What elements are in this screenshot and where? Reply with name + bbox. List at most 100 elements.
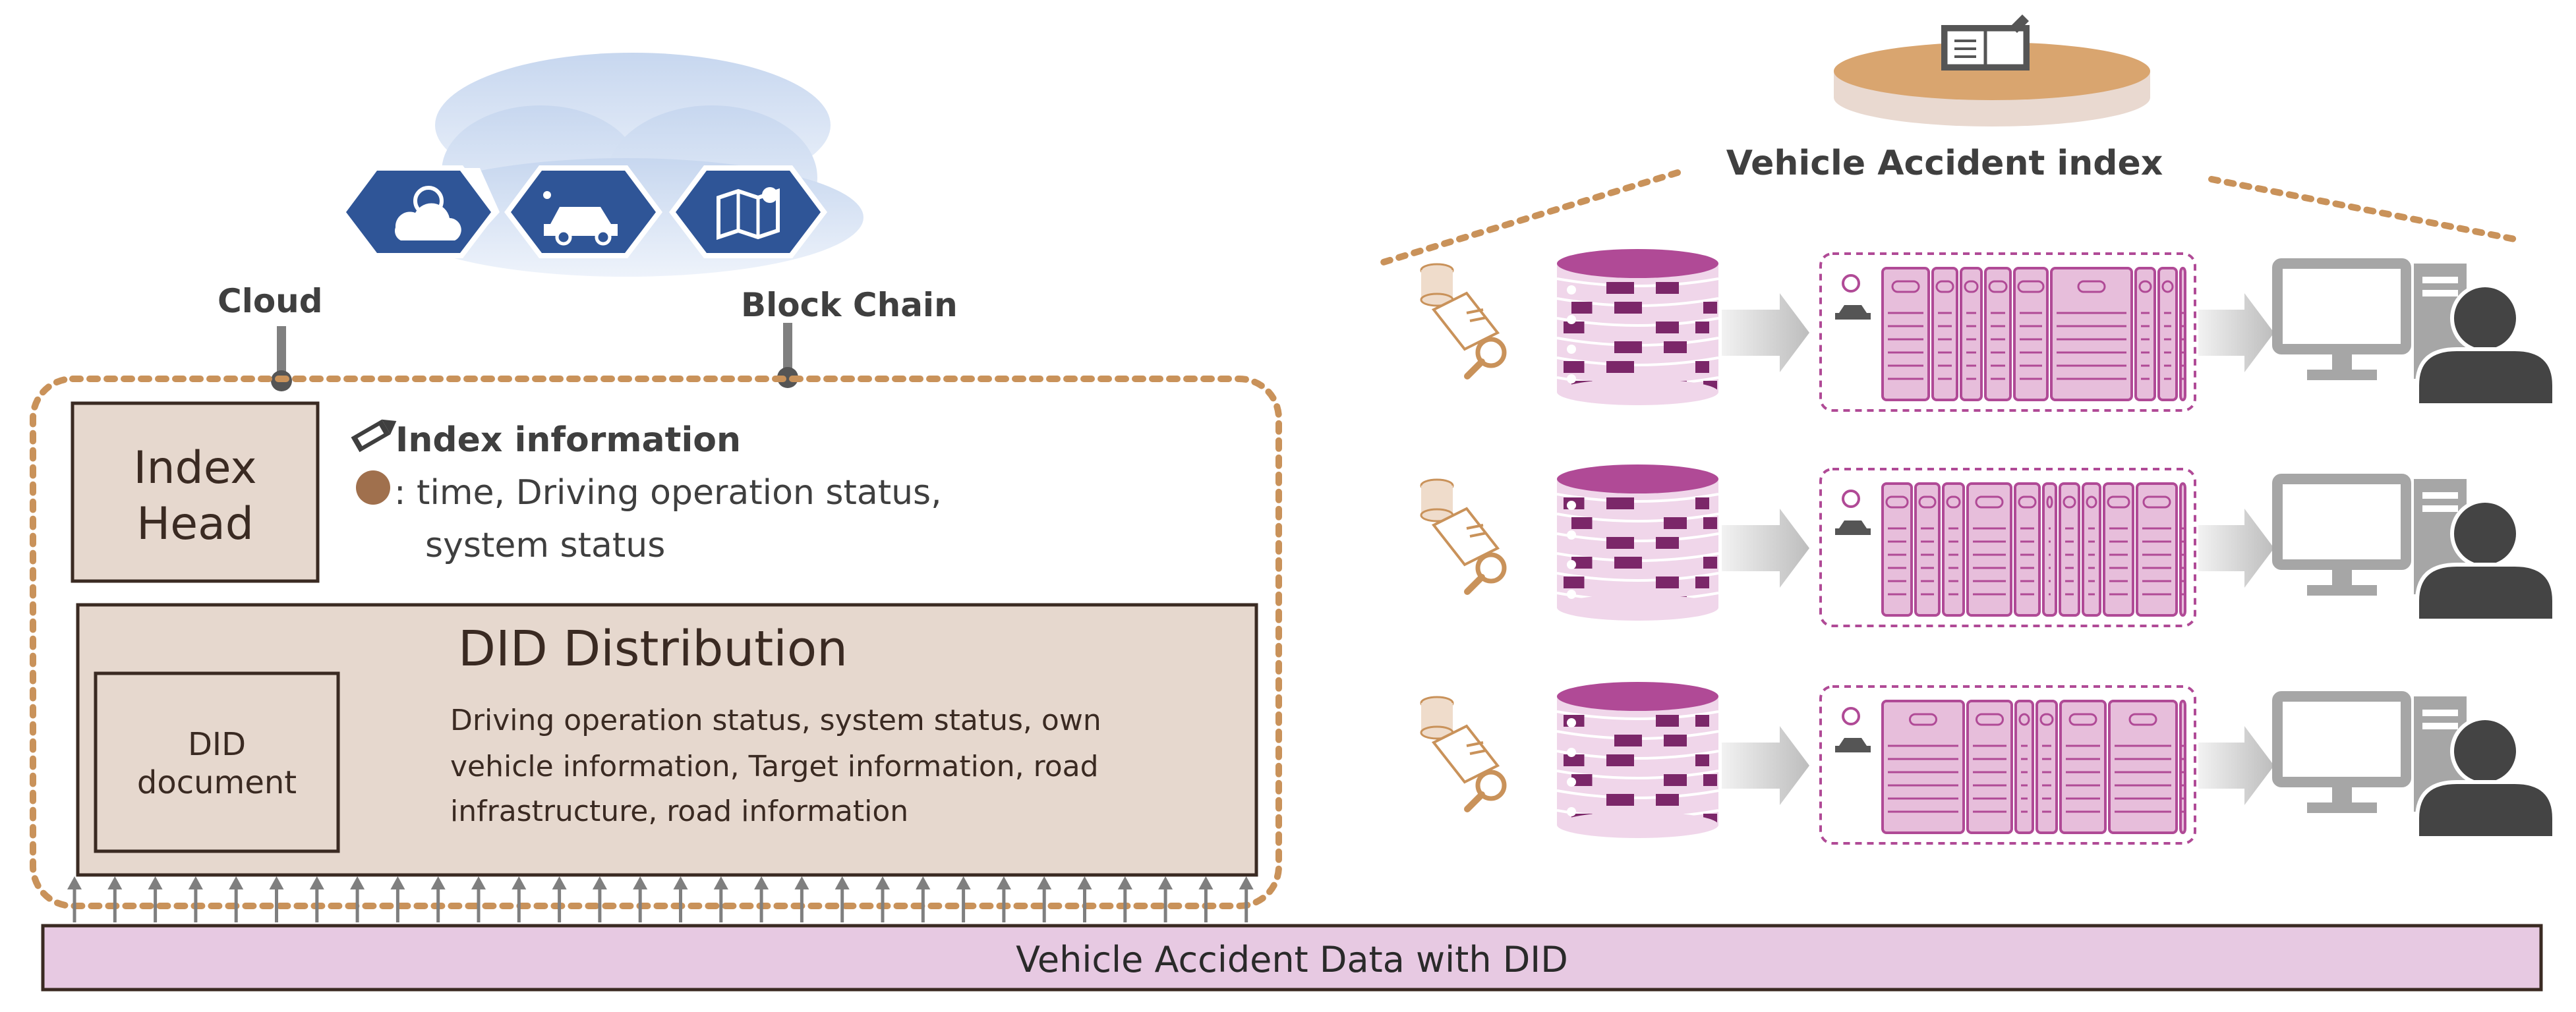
server-cabinet xyxy=(2136,482,2178,617)
up-arrow xyxy=(1198,876,1214,922)
up-arrow xyxy=(1037,876,1052,922)
index-dotted-left xyxy=(1376,169,1681,267)
did-distribution-title: DID Distribution xyxy=(458,621,848,677)
up-arrow xyxy=(188,876,203,922)
up-arrow xyxy=(633,876,648,922)
index-container-box xyxy=(30,376,1282,909)
index-row xyxy=(1420,249,2556,412)
index-info-title: Index information xyxy=(395,420,742,460)
up-arrow xyxy=(107,876,123,922)
up-arrow xyxy=(673,876,688,922)
document-search-icon xyxy=(1420,478,1507,595)
server-rack-icon xyxy=(1819,252,2196,412)
server-cabinet xyxy=(1942,482,1965,617)
up-arrow xyxy=(875,876,890,922)
did-document-line2: document xyxy=(136,764,297,801)
document-search-icon xyxy=(1420,263,1507,380)
server-cabinet xyxy=(2179,700,2186,834)
did-desc-line3: infrastructure, road information xyxy=(450,795,909,828)
database-icon xyxy=(1556,249,1719,405)
up-arrow xyxy=(512,876,527,922)
did-document-line1: DID xyxy=(187,726,247,763)
server-cabinet xyxy=(1984,267,2012,401)
server-cabinet xyxy=(2059,482,2080,617)
server-cabinet xyxy=(2179,482,2186,617)
server-cabinet xyxy=(2157,267,2178,401)
index-dotted-right xyxy=(2208,176,2525,244)
server-cabinet xyxy=(2014,482,2041,617)
arrow-icon xyxy=(2198,509,2274,588)
up-arrow xyxy=(148,876,163,922)
up-arrow xyxy=(956,876,971,922)
up-arrow xyxy=(996,876,1011,922)
server-cabinet xyxy=(2013,267,2049,401)
database-icon xyxy=(1556,682,1719,838)
server-cabinet xyxy=(2179,267,2186,401)
up-arrow xyxy=(1077,876,1092,922)
up-arrow xyxy=(916,876,931,922)
vehicle-accident-index-title: Vehicle Accident index xyxy=(1687,146,2202,181)
did-desc-line2: vehicle information, Target information,… xyxy=(450,750,1099,783)
index-head-line1: Index xyxy=(133,442,257,494)
index-head-box xyxy=(71,401,320,583)
bottom-bar-label: Vehicle Accident Data with DID xyxy=(1016,939,1568,980)
server-cabinet xyxy=(1960,267,1983,401)
arrow-icon xyxy=(2198,726,2274,805)
up-arrow xyxy=(1117,876,1132,922)
map-pin-icon xyxy=(668,165,828,258)
database-icon xyxy=(1556,464,1719,621)
server-cabinet xyxy=(2108,700,2178,834)
index-rows xyxy=(1420,249,2556,845)
up-arrow xyxy=(1239,876,1254,922)
up-arrow xyxy=(309,876,324,922)
up-arrow xyxy=(552,876,567,922)
up-arrow xyxy=(713,876,728,922)
user-icon xyxy=(2415,283,2556,407)
server-cabinet xyxy=(1881,267,1930,401)
user-icon xyxy=(2415,499,2556,623)
server-cabinet xyxy=(2042,482,2057,617)
up-arrow xyxy=(794,876,809,922)
up-arrow xyxy=(350,876,365,922)
server-cabinet xyxy=(1881,482,1913,617)
book-icon xyxy=(1834,14,2150,126)
server-cabinet xyxy=(1966,482,2012,617)
user-icon xyxy=(2415,716,2556,840)
up-arrow xyxy=(390,876,405,922)
sun-cloud-icon xyxy=(339,165,500,258)
arrow-icon xyxy=(1722,726,1809,805)
server-cabinet xyxy=(1914,482,1941,617)
server-cabinet xyxy=(2103,482,2134,617)
server-cabinet xyxy=(2050,267,2133,401)
cloud-label: Cloud xyxy=(218,282,323,320)
arrow-icon xyxy=(1722,293,1809,372)
did-document-box xyxy=(94,671,340,853)
up-arrow xyxy=(592,876,607,922)
pencil-icon xyxy=(351,419,397,453)
index-info-line1: : time, Driving operation status, xyxy=(394,473,942,513)
index-bullet-icon xyxy=(356,470,390,505)
bottom-bar xyxy=(41,924,2543,992)
server-cabinet xyxy=(1966,700,2013,834)
index-row xyxy=(1420,682,2556,845)
document-search-icon xyxy=(1420,696,1507,812)
server-rack-icon xyxy=(1819,685,2196,845)
arrow-icon xyxy=(2198,293,2274,372)
did-desc-line1: Driving operation status, system status,… xyxy=(450,704,1101,737)
server-cabinet xyxy=(2014,700,2034,834)
server-cabinet xyxy=(1881,700,1965,834)
did-document-label: DID document xyxy=(96,726,338,802)
up-arrow xyxy=(471,876,486,922)
up-arrow xyxy=(229,876,244,922)
server-cabinet xyxy=(2035,700,2058,834)
server-cabinet xyxy=(2059,700,2107,834)
index-info-line2: system status xyxy=(425,526,666,565)
index-row xyxy=(1420,464,2556,627)
up-arrow xyxy=(754,876,769,922)
car-icon xyxy=(504,165,663,258)
up-arrow xyxy=(269,876,284,922)
server-cabinet xyxy=(1931,267,1958,401)
blockchain-connector xyxy=(777,323,798,388)
server-rack-icon xyxy=(1819,468,2196,627)
